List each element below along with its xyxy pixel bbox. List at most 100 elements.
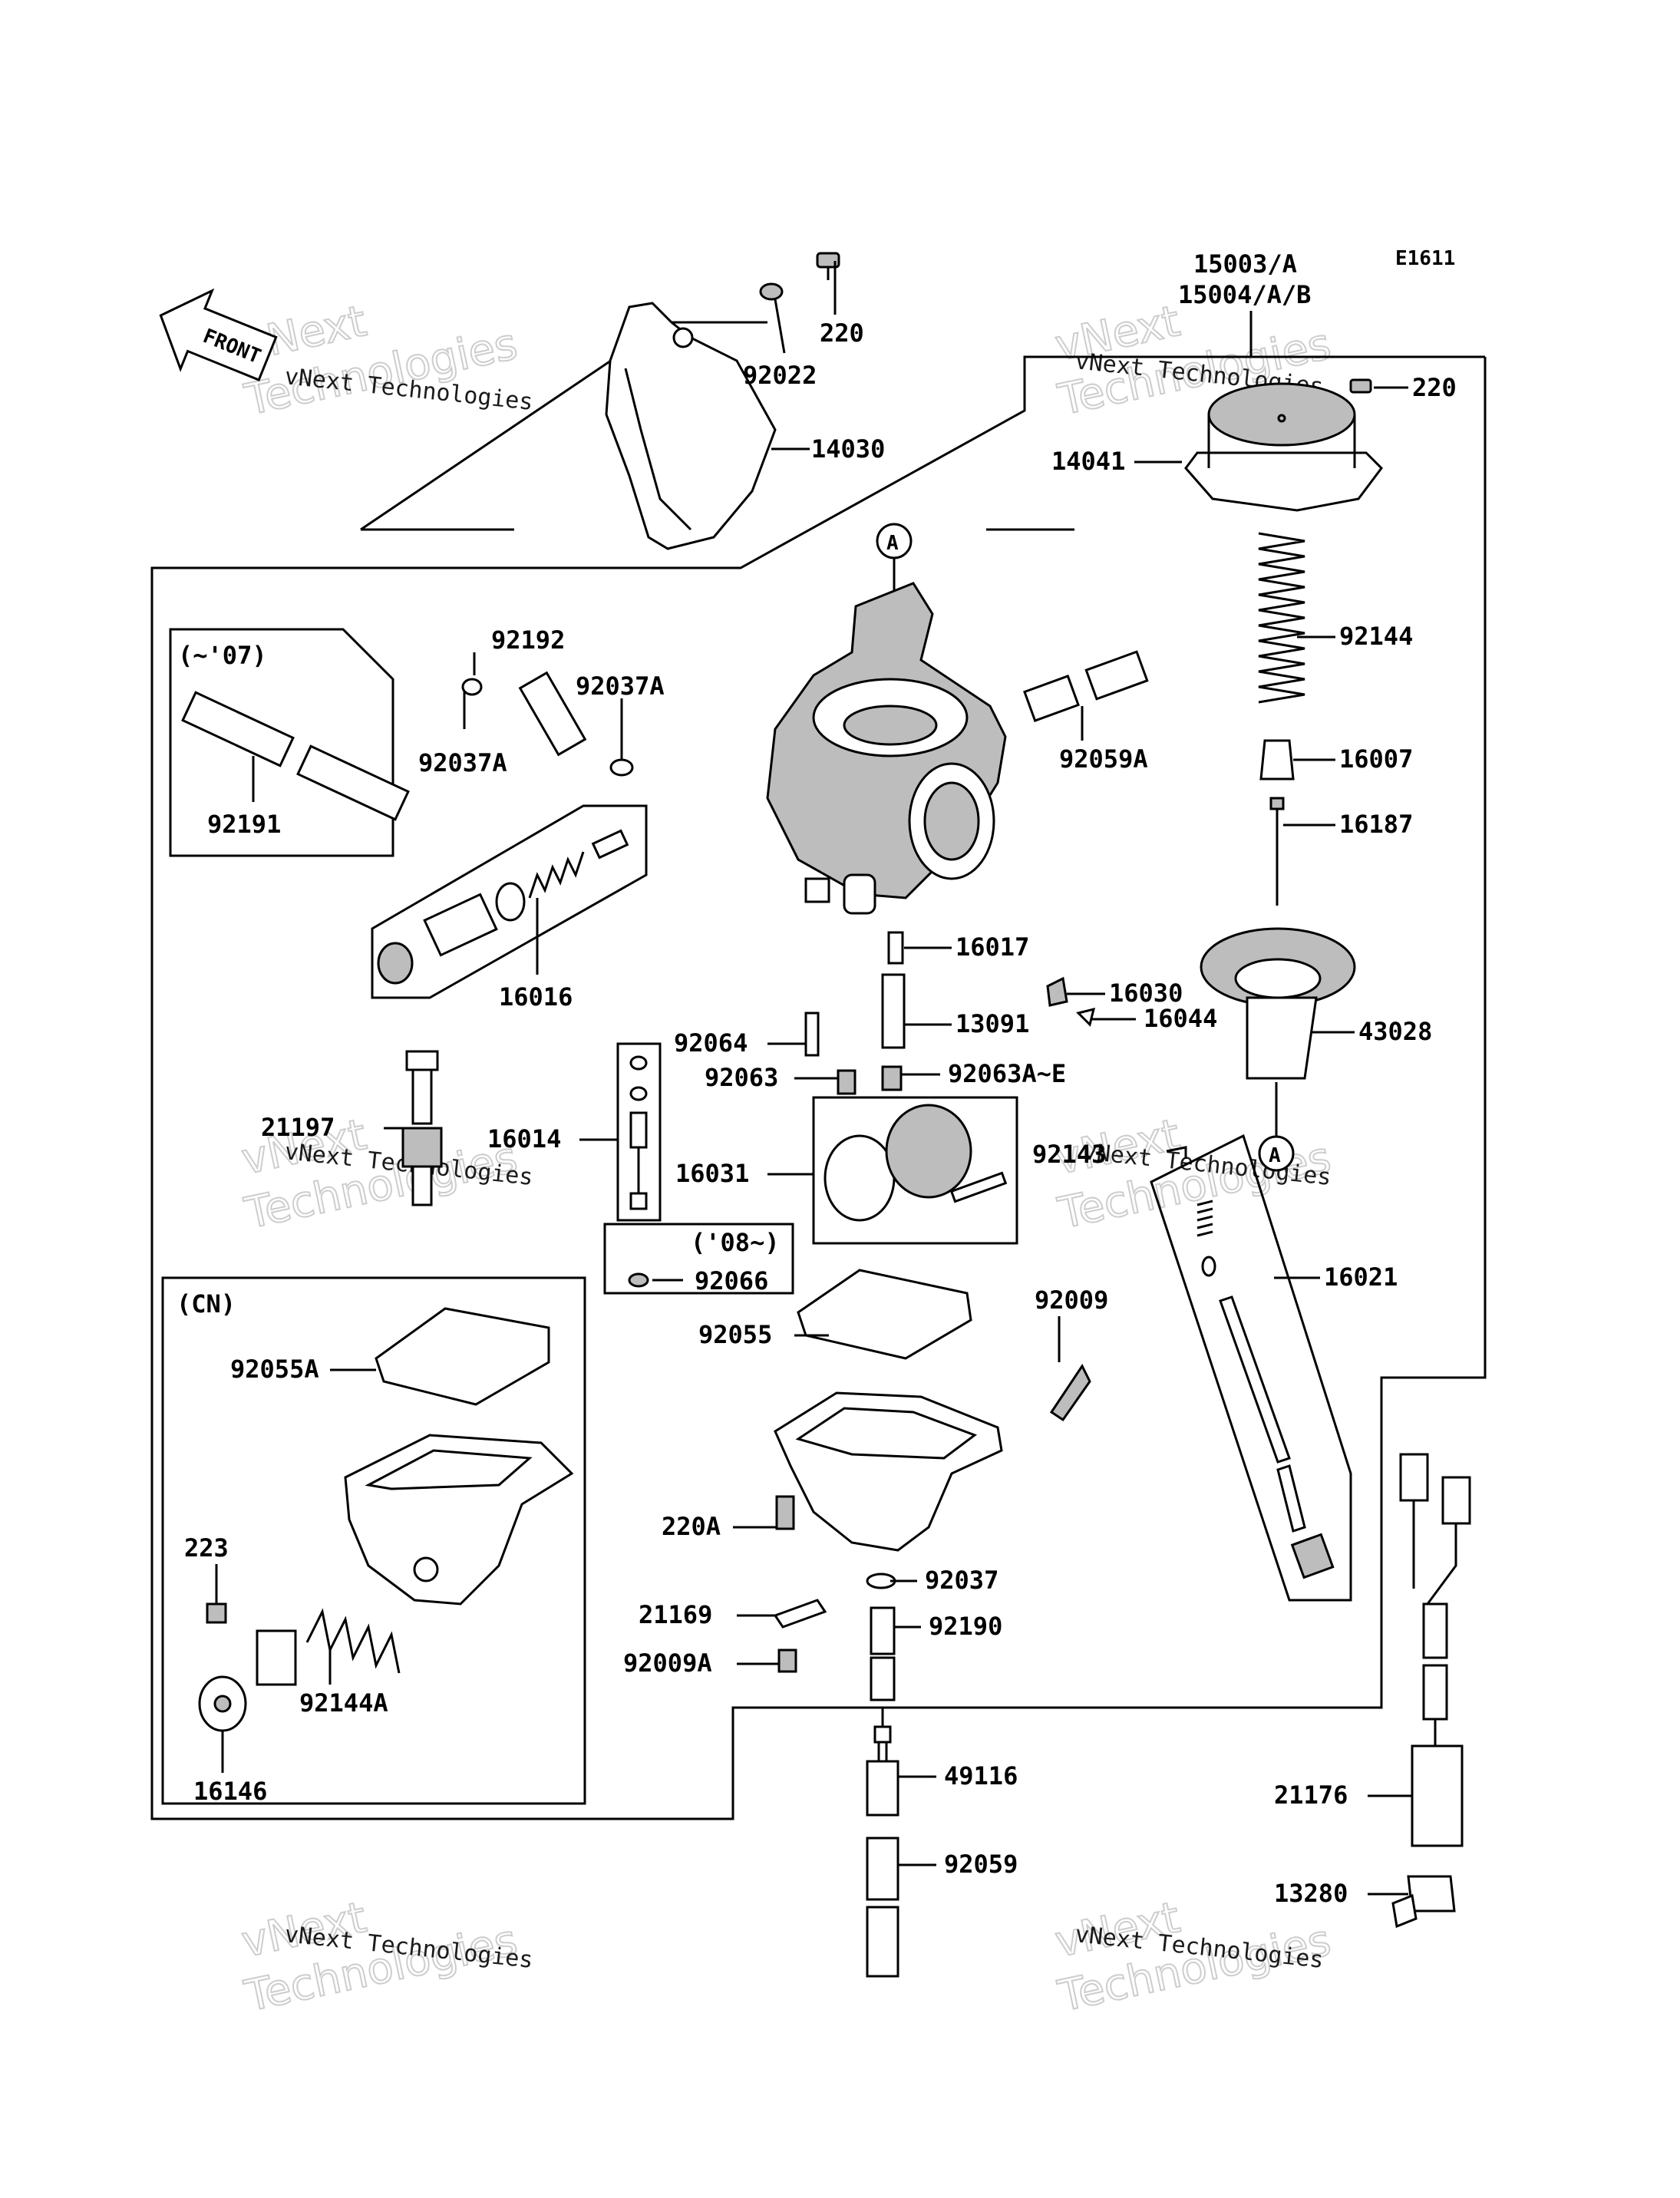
label-16030: 16030 <box>1109 979 1183 1008</box>
label-92066: 92066 <box>695 1266 768 1295</box>
spring-92144 <box>1258 532 1305 704</box>
box-until-07 <box>169 628 394 857</box>
label-13280: 13280 <box>1274 1879 1348 1908</box>
label-220-right: 220 <box>1412 373 1457 402</box>
bracket-21169 <box>773 1599 827 1629</box>
label-92037A-right: 92037A <box>576 672 665 701</box>
tube-92190 <box>870 1606 896 1655</box>
note-cn: (CN) <box>177 1289 236 1318</box>
box-16014 <box>616 1042 662 1222</box>
front-arrow-icon: FRONT <box>159 288 278 381</box>
svg-text:A: A <box>1269 1144 1281 1167</box>
label-92059A: 92059A <box>1059 744 1148 774</box>
tube-92192 <box>518 671 587 757</box>
jet-92063AE <box>881 1065 903 1091</box>
clip-92143 <box>1166 1146 1187 1159</box>
needle-16187 <box>1269 797 1285 906</box>
screw-92009 <box>1049 1364 1091 1422</box>
label-21169: 21169 <box>639 1600 712 1629</box>
label-14041: 14041 <box>1051 447 1125 476</box>
label-92063: 92063 <box>705 1063 778 1092</box>
float-bowl <box>774 1391 1003 1552</box>
label-92063AE: 92063A~E <box>948 1059 1066 1088</box>
jet-13091 <box>881 973 906 1049</box>
label-14030: 14030 <box>811 434 885 464</box>
label-16187: 16187 <box>1339 810 1413 839</box>
harness-21176 <box>1399 1453 1471 1847</box>
label-92022: 92022 <box>743 361 817 390</box>
label-220A: 220A <box>662 1512 721 1541</box>
diagram-code: E1611 <box>1395 247 1455 270</box>
spring-92144A <box>305 1608 401 1674</box>
label-43028: 43028 <box>1358 1017 1432 1046</box>
label-16017: 16017 <box>956 932 1029 962</box>
diaphragm-43028 <box>1200 927 1356 1080</box>
part-labels: 15003/A 15004/A/B 220 92022 14030 220 14… <box>184 249 1457 1908</box>
jet-16017 <box>887 931 904 965</box>
clip-92037A-right <box>609 758 634 777</box>
plug-16030 <box>1046 976 1068 1007</box>
cover-14030 <box>605 302 777 550</box>
clip-92037A-left <box>461 678 483 696</box>
bracket-13280 <box>1391 1875 1456 1929</box>
label-92059: 92059 <box>944 1850 1018 1879</box>
label-16044: 16044 <box>1144 1004 1217 1033</box>
callout-a-bottom: A <box>1258 1082 1295 1172</box>
clip-16044 <box>1076 1007 1096 1027</box>
label-21197: 21197 <box>261 1113 335 1142</box>
label-220-top: 220 <box>820 318 864 348</box>
box-16031 <box>812 1096 1018 1245</box>
label-15003: 15003/A <box>1193 249 1297 279</box>
tube-92059A <box>1023 650 1149 722</box>
carburetor-body <box>766 582 1007 915</box>
throttle-stop-21197 <box>401 1050 443 1206</box>
box-cn <box>161 1276 586 1805</box>
label-16146: 16146 <box>193 1777 267 1806</box>
main-assembly-outline <box>150 355 1487 1820</box>
screw-220-right <box>1349 378 1372 394</box>
float-bowl-cn <box>344 1434 574 1606</box>
label-13091: 13091 <box>956 1009 1029 1038</box>
screw-223 <box>206 1602 227 1624</box>
box-16021 <box>1150 1134 1352 1602</box>
label-16021: 16021 <box>1324 1262 1398 1292</box>
label-49116: 49116 <box>944 1761 1018 1790</box>
needle-jet-16021 <box>1196 1200 1335 1579</box>
label-92055A: 92055A <box>230 1355 319 1384</box>
seal-92066 <box>628 1272 649 1288</box>
screw-220-top <box>816 252 840 280</box>
part-16146 <box>198 1629 297 1732</box>
screw-92064 <box>804 1012 820 1057</box>
label-92064: 92064 <box>674 1028 748 1058</box>
label-92191: 92191 <box>207 810 281 839</box>
label-21176: 21176 <box>1274 1781 1348 1810</box>
box-from-08 <box>603 1223 794 1295</box>
drain-49116 <box>866 1725 899 1817</box>
gasket-92055A <box>375 1307 550 1406</box>
box-16016 <box>371 804 648 999</box>
starter-plunger-16016 <box>377 829 629 985</box>
note-from-08: ('08~) <box>691 1228 780 1257</box>
label-92009A: 92009A <box>623 1648 712 1678</box>
label-92192: 92192 <box>491 625 565 655</box>
screw-220A <box>775 1495 795 1530</box>
tube-92059 <box>866 1837 899 1901</box>
washer-92022 <box>759 282 784 301</box>
connector-16031 <box>823 1104 1008 1222</box>
label-15004: 15004/A/B <box>1178 280 1311 309</box>
label-16031: 16031 <box>675 1159 749 1188</box>
leader-lines <box>215 261 1412 1896</box>
label-92037: 92037 <box>925 1566 998 1595</box>
label-92144: 92144 <box>1339 622 1413 651</box>
pilot-screw-16014 <box>629 1055 648 1210</box>
jet-92063 <box>837 1069 857 1095</box>
label-223: 223 <box>184 1533 229 1563</box>
retainer-16007 <box>1259 739 1295 781</box>
label-92055: 92055 <box>698 1320 772 1349</box>
label-16014: 16014 <box>487 1124 561 1153</box>
label-92143: 92143 <box>1032 1140 1106 1169</box>
label-92037A-left: 92037A <box>418 748 507 777</box>
label-92144A: 92144A <box>299 1688 388 1718</box>
